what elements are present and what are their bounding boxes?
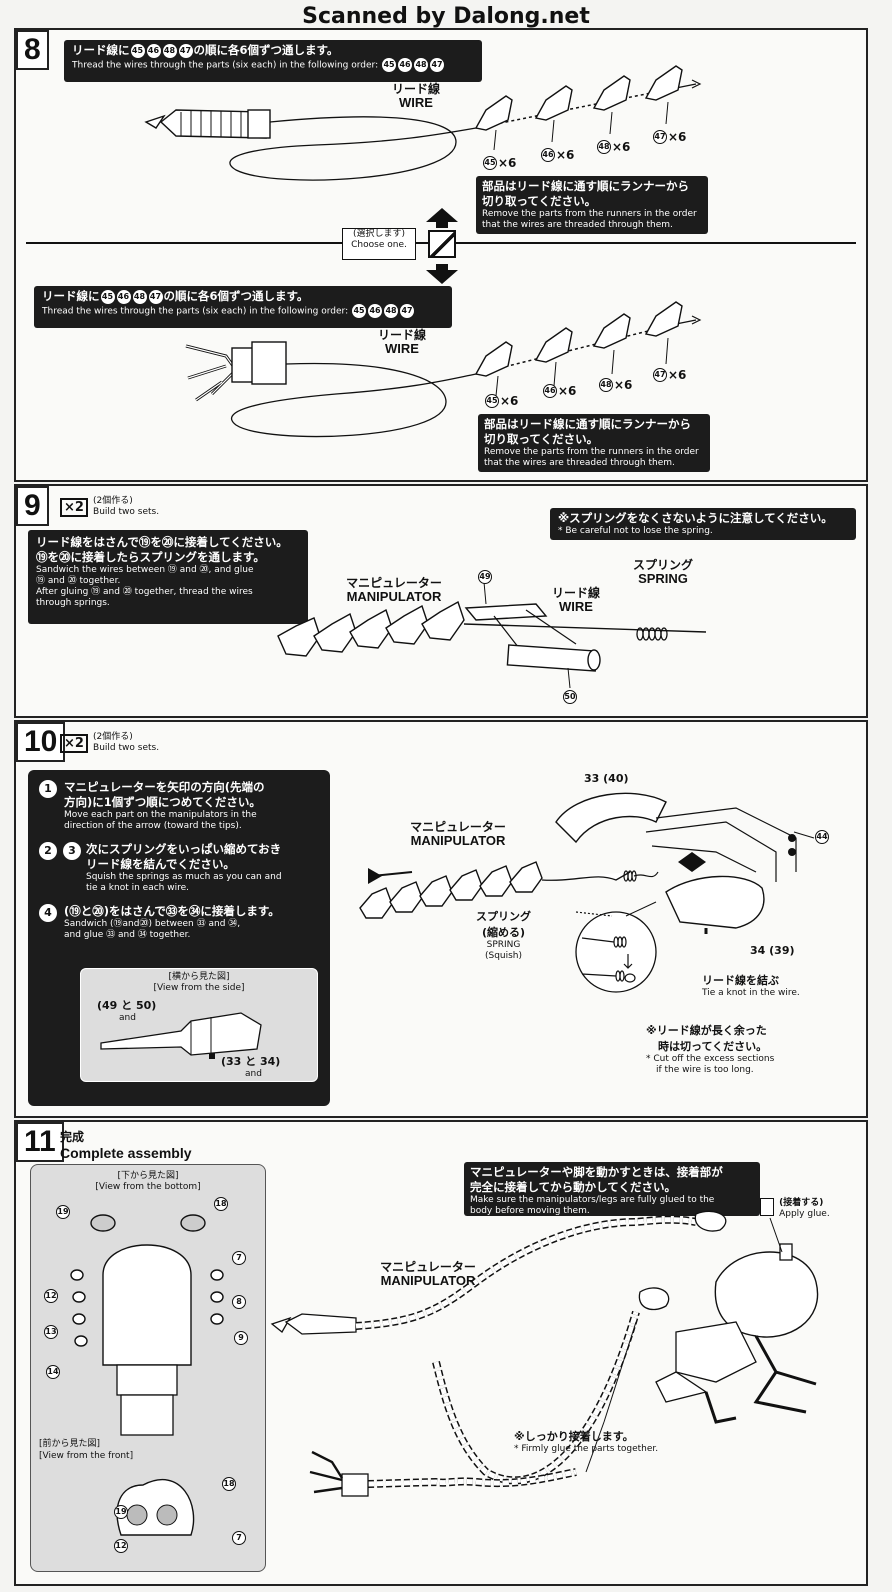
part-34-39-label: 34 (39): [750, 944, 795, 957]
part-number: 9: [234, 1331, 248, 1345]
part-number: 47: [178, 43, 193, 58]
part-number: 45: [352, 304, 367, 318]
instruction-jp-suffix: の順に各6個ずつ通します。: [193, 43, 339, 57]
up-down-arrow-icon: [426, 208, 458, 284]
part-count: 46×6: [543, 383, 577, 398]
step-number: 9: [16, 486, 49, 526]
runner-note-a: 部品はリード線に通す順にランナーから 切り取ってください。 Remove the…: [476, 176, 708, 234]
part-number: 47: [148, 289, 163, 304]
part-number: 48: [414, 58, 429, 72]
part-count: 48×6: [597, 139, 631, 154]
choose-one-box: (選択します) Choose one.: [342, 228, 416, 260]
part-number: 45: [382, 58, 397, 72]
part-number: 12: [44, 1289, 58, 1303]
step-number: 11: [16, 1122, 64, 1162]
part-number: 19: [56, 1205, 70, 1219]
glue-icon: [760, 1198, 774, 1216]
part-count: 47×6: [653, 367, 687, 382]
front-view-caption-en: [View from the front]: [39, 1451, 134, 1461]
tie-knot-label: リード線を結ぶ Tie a knot in the wire.: [702, 974, 800, 998]
part-number: 45: [130, 43, 145, 58]
build-twice-badge: ×2 (2個作る)Build two sets.: [60, 732, 159, 754]
part-count: 48×6: [599, 377, 633, 392]
watermark-header: Scanned by Dalong.net: [302, 4, 590, 29]
part-number: 47: [400, 304, 415, 318]
part-number: 18: [214, 1197, 228, 1211]
part-number: 7: [232, 1251, 246, 1265]
choose-one-icon: [428, 230, 456, 258]
front-view-caption: [前から見た図]: [39, 1439, 101, 1449]
part-count: 45×6: [485, 393, 519, 408]
instruction-1: 1 マニピュレーターを矢印の方向(先端の方向)に1個ずつ順につめてください。Mo…: [38, 780, 320, 832]
wire-threading-diagram-b: [185, 301, 702, 438]
step-10-instructions: 1 マニピュレーターを矢印の方向(先端の方向)に1個ずつ順につめてください。Mo…: [28, 770, 330, 1106]
step-9-instruction: リード線をはさんで⑲を⑳に接着してください。 ⑲を⑳に接着したらスプリングを通し…: [28, 530, 308, 624]
step-number: 8: [16, 30, 49, 70]
part-number: 46: [146, 43, 161, 58]
complete-assembly-title: 完成 Complete assembly: [60, 1130, 192, 1161]
bottom-front-view-box: [下から見た図] [View from the bottom] 19 18 7 …: [30, 1164, 266, 1572]
caution-note: ※スプリングをなくさないように注意してください。 * Be careful no…: [550, 508, 856, 540]
part-number: 19: [114, 1505, 128, 1519]
part-number: 7: [232, 1531, 246, 1545]
step-9-panel: 9 ×2 (2個作る)Build two sets. リード線をはさんで⑲を⑳に…: [14, 484, 868, 718]
move-caution-note: マニピュレーターや脚を動かすときは、接着部が 完全に接着してから動かしてください…: [464, 1162, 760, 1216]
part-number: 47: [430, 58, 445, 72]
part-count: 47×6: [653, 129, 687, 144]
part-number: 49: [478, 570, 492, 584]
part-count: 45×6: [483, 155, 517, 170]
part-number: 48: [132, 289, 147, 304]
wire-threading-diagram-a: [144, 65, 702, 181]
build-twice-badge: ×2 (2個作る)Build two sets.: [60, 496, 159, 518]
part-number: 13: [44, 1325, 58, 1339]
part-number: 44: [815, 830, 829, 844]
side-label-49-50: (49 と 50)and: [97, 999, 157, 1023]
part-number: 46: [398, 58, 413, 72]
part-count: 46×6: [541, 147, 575, 162]
step-11-panel: 11 完成 Complete assembly [下から見た図] [View f…: [14, 1120, 868, 1586]
side-view-diagram: [100, 1012, 262, 1059]
manipulator-assembly-diagram: [277, 581, 707, 689]
runner-note-b: 部品はリード線に通す順にランナーから 切り取ってください。 Remove the…: [478, 414, 710, 472]
part-number: 45: [100, 289, 115, 304]
instruction-4: 4 (⑲と⑳)をはさんで㉝を㉞に接着します。Sandwich (⑲and⑳) b…: [38, 904, 320, 941]
step-number: 10: [16, 722, 66, 762]
part-number: 18: [222, 1477, 236, 1491]
side-label-33-34: (33 と 34)and: [221, 1055, 281, 1079]
firm-glue-note: ※しっかり接着します。 * Firmly glue the parts toge…: [514, 1430, 659, 1454]
step-10-assembly-diagram: [359, 792, 815, 993]
complete-assembly-diagram: [270, 1210, 819, 1497]
instruction-jp-prefix: リード線に: [72, 43, 130, 57]
part-number: 46: [116, 289, 131, 304]
side-view-box: [横から見た図] [View from the side] (49 と 50)a…: [80, 968, 318, 1082]
part-number: 50: [563, 690, 577, 704]
apply-glue-label: (接着する)Apply glue.: [760, 1198, 830, 1220]
part-33-40-label: 33 (40): [584, 772, 629, 785]
part-number: 48: [162, 43, 177, 58]
part-number: 14: [46, 1365, 60, 1379]
step-10-panel: 10 ×2 (2個作る)Build two sets. 1 マニピュレーターを矢…: [14, 720, 868, 1118]
bottom-view-diagram: [70, 1214, 224, 1536]
part-number: 8: [232, 1295, 246, 1309]
part-number: 12: [114, 1539, 128, 1553]
spring-squish-label: スプリング (縮める) SPRING (Squish): [476, 910, 531, 961]
cut-excess-note: ※リード線が長く余った 時は切ってください。 * Cut off the exc…: [646, 1024, 775, 1075]
instruction-en: Thread the wires through the parts (six …: [72, 60, 379, 71]
part-number: 48: [384, 304, 399, 318]
part-number: 46: [368, 304, 383, 318]
